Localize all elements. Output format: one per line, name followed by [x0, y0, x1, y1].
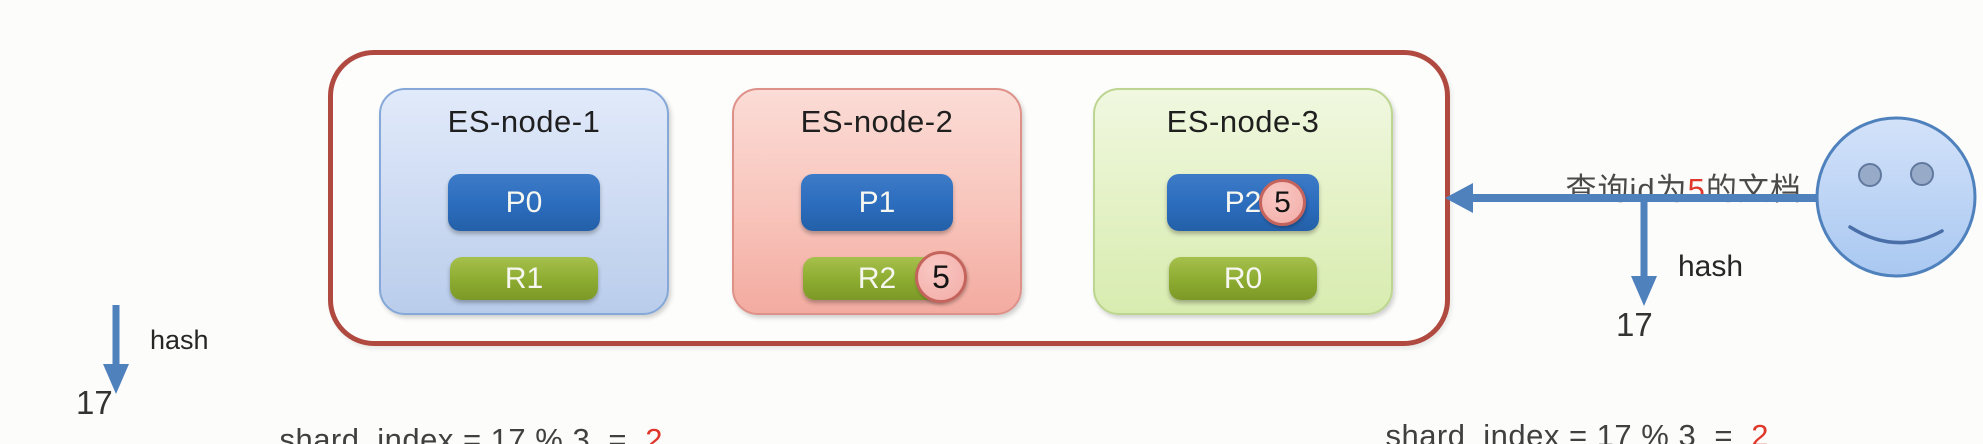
shard-index-formula-left: shard_index = 17 % 3 = 2 — [243, 386, 663, 444]
primary-shard-p0: P0 — [448, 174, 600, 231]
hash-value-right: 17 — [1616, 306, 1653, 343]
formula-result: 2 — [645, 422, 663, 444]
formula-expression: shard_index = 17 % 3 = — [1385, 418, 1752, 444]
arrow-left-icon — [1445, 183, 1818, 213]
document-id-badge: 5 — [1259, 179, 1306, 226]
es-node-2-card: ES-node-2 P1 R2 5 — [732, 88, 1022, 315]
formula-result: 2 — [1751, 418, 1769, 444]
node-title: ES-node-3 — [1166, 104, 1320, 139]
arrow-down-icon — [1631, 196, 1657, 306]
shard-label: R2 — [857, 261, 897, 295]
smiley-face-client-icon — [1815, 116, 1977, 278]
shard-index-formula-right: shard_index = 17 % 3 = 2 — [1349, 382, 1769, 444]
node-title: ES-node-1 — [447, 104, 601, 139]
document-id-badge: 5 — [915, 251, 967, 303]
shard-label: R1 — [504, 261, 544, 295]
hash-function-label-left: hash — [150, 325, 209, 355]
replica-shard-r0: R0 — [1169, 257, 1317, 300]
replica-shard-r2: R2 5 — [803, 251, 967, 303]
node-title: ES-node-2 — [800, 104, 954, 139]
replica-shard-r1: R1 — [450, 257, 598, 300]
es-cluster-boundary: ES-node-1 P0 R1 ES-node-2 P1 R2 5 ES-nod… — [328, 50, 1450, 346]
formula-expression: shard_index = 17 % 3 = — [279, 422, 646, 444]
es-node-1-card: ES-node-1 P0 R1 — [379, 88, 669, 315]
shard-label: P1 — [858, 185, 896, 219]
hash-value-left: 17 — [76, 384, 113, 421]
shard-label: P0 — [505, 185, 543, 219]
shard-label: P2 — [1224, 185, 1262, 219]
shard-label: R0 — [1223, 261, 1263, 295]
hash-function-label-right: hash — [1678, 250, 1744, 283]
primary-shard-p2: P2 5 — [1167, 174, 1319, 231]
arrow-down-icon — [103, 305, 129, 394]
primary-shard-p1: P1 — [801, 174, 953, 231]
es-node-3-card: ES-node-3 P2 5 R0 — [1093, 88, 1393, 315]
